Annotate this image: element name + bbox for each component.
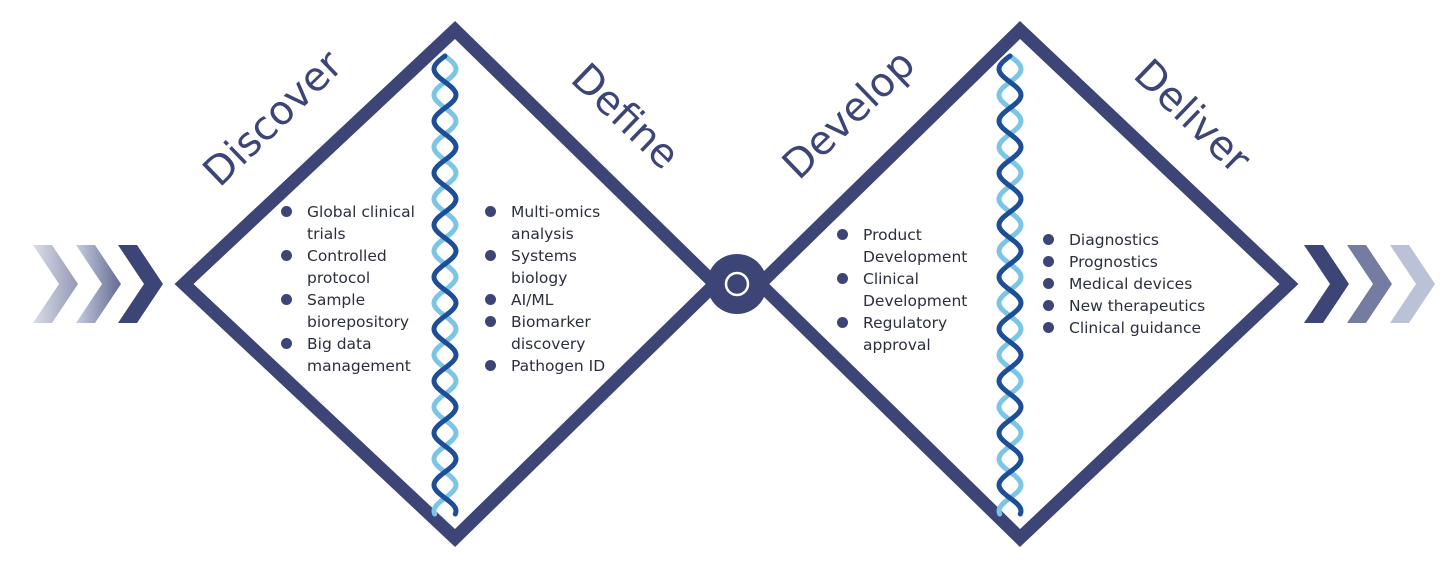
phase-title-develop: Develop: [774, 41, 924, 188]
dna-helix-icon: [996, 53, 1024, 517]
define-list-item: Multi-omics analysis: [485, 201, 625, 245]
right-diamond: [750, 20, 1299, 548]
define-list-item: AI/ML: [485, 289, 625, 311]
chevron-right-icon: [1304, 245, 1349, 323]
helix-strand-dark: [431, 53, 459, 517]
outgoing-chevrons: [1304, 245, 1435, 323]
chevron-right-icon: [33, 245, 78, 323]
discover-list-item: Sample biorepository: [281, 289, 431, 333]
develop-list-item: Product Development: [837, 224, 987, 268]
chevron-right-icon: [76, 245, 121, 323]
deliver-list-item: Diagnostics: [1043, 229, 1223, 251]
helix-strand-light: [996, 53, 1024, 517]
discover-list-item: Controlled protocol: [281, 245, 431, 289]
deliver-list-item: New therapeutics: [1043, 295, 1223, 317]
phase-title-discover: Discover: [194, 41, 351, 195]
develop-list-item: Clinical Development: [837, 268, 987, 312]
define-list-item: Systems biology: [485, 245, 625, 289]
develop-list-item: Regulatory approval: [837, 312, 987, 356]
dna-helix-icon: [431, 53, 459, 517]
left-diamond: [174, 21, 725, 547]
incoming-chevrons: [33, 245, 163, 323]
chevron-right-icon: [1347, 245, 1392, 323]
chevron-right-icon: [1390, 245, 1435, 323]
phase-title-deliver: Deliver: [1125, 51, 1260, 183]
chevron-right-icon: [118, 245, 163, 323]
helix-strand-dark: [996, 53, 1024, 517]
define-list-item: Biomarker discovery: [485, 311, 625, 355]
deliver-list-item: Clinical guidance: [1043, 317, 1223, 339]
discover-list-item: Big data management: [281, 333, 431, 377]
helix-strand-light: [431, 53, 459, 517]
circle-node-icon: [707, 254, 767, 314]
deliver-list-item: Medical devices: [1043, 273, 1223, 295]
define-list-item: Pathogen ID: [485, 355, 625, 377]
discover-list-item: Global clinical trials: [281, 201, 431, 245]
deliver-list-item: Prognostics: [1043, 251, 1223, 273]
